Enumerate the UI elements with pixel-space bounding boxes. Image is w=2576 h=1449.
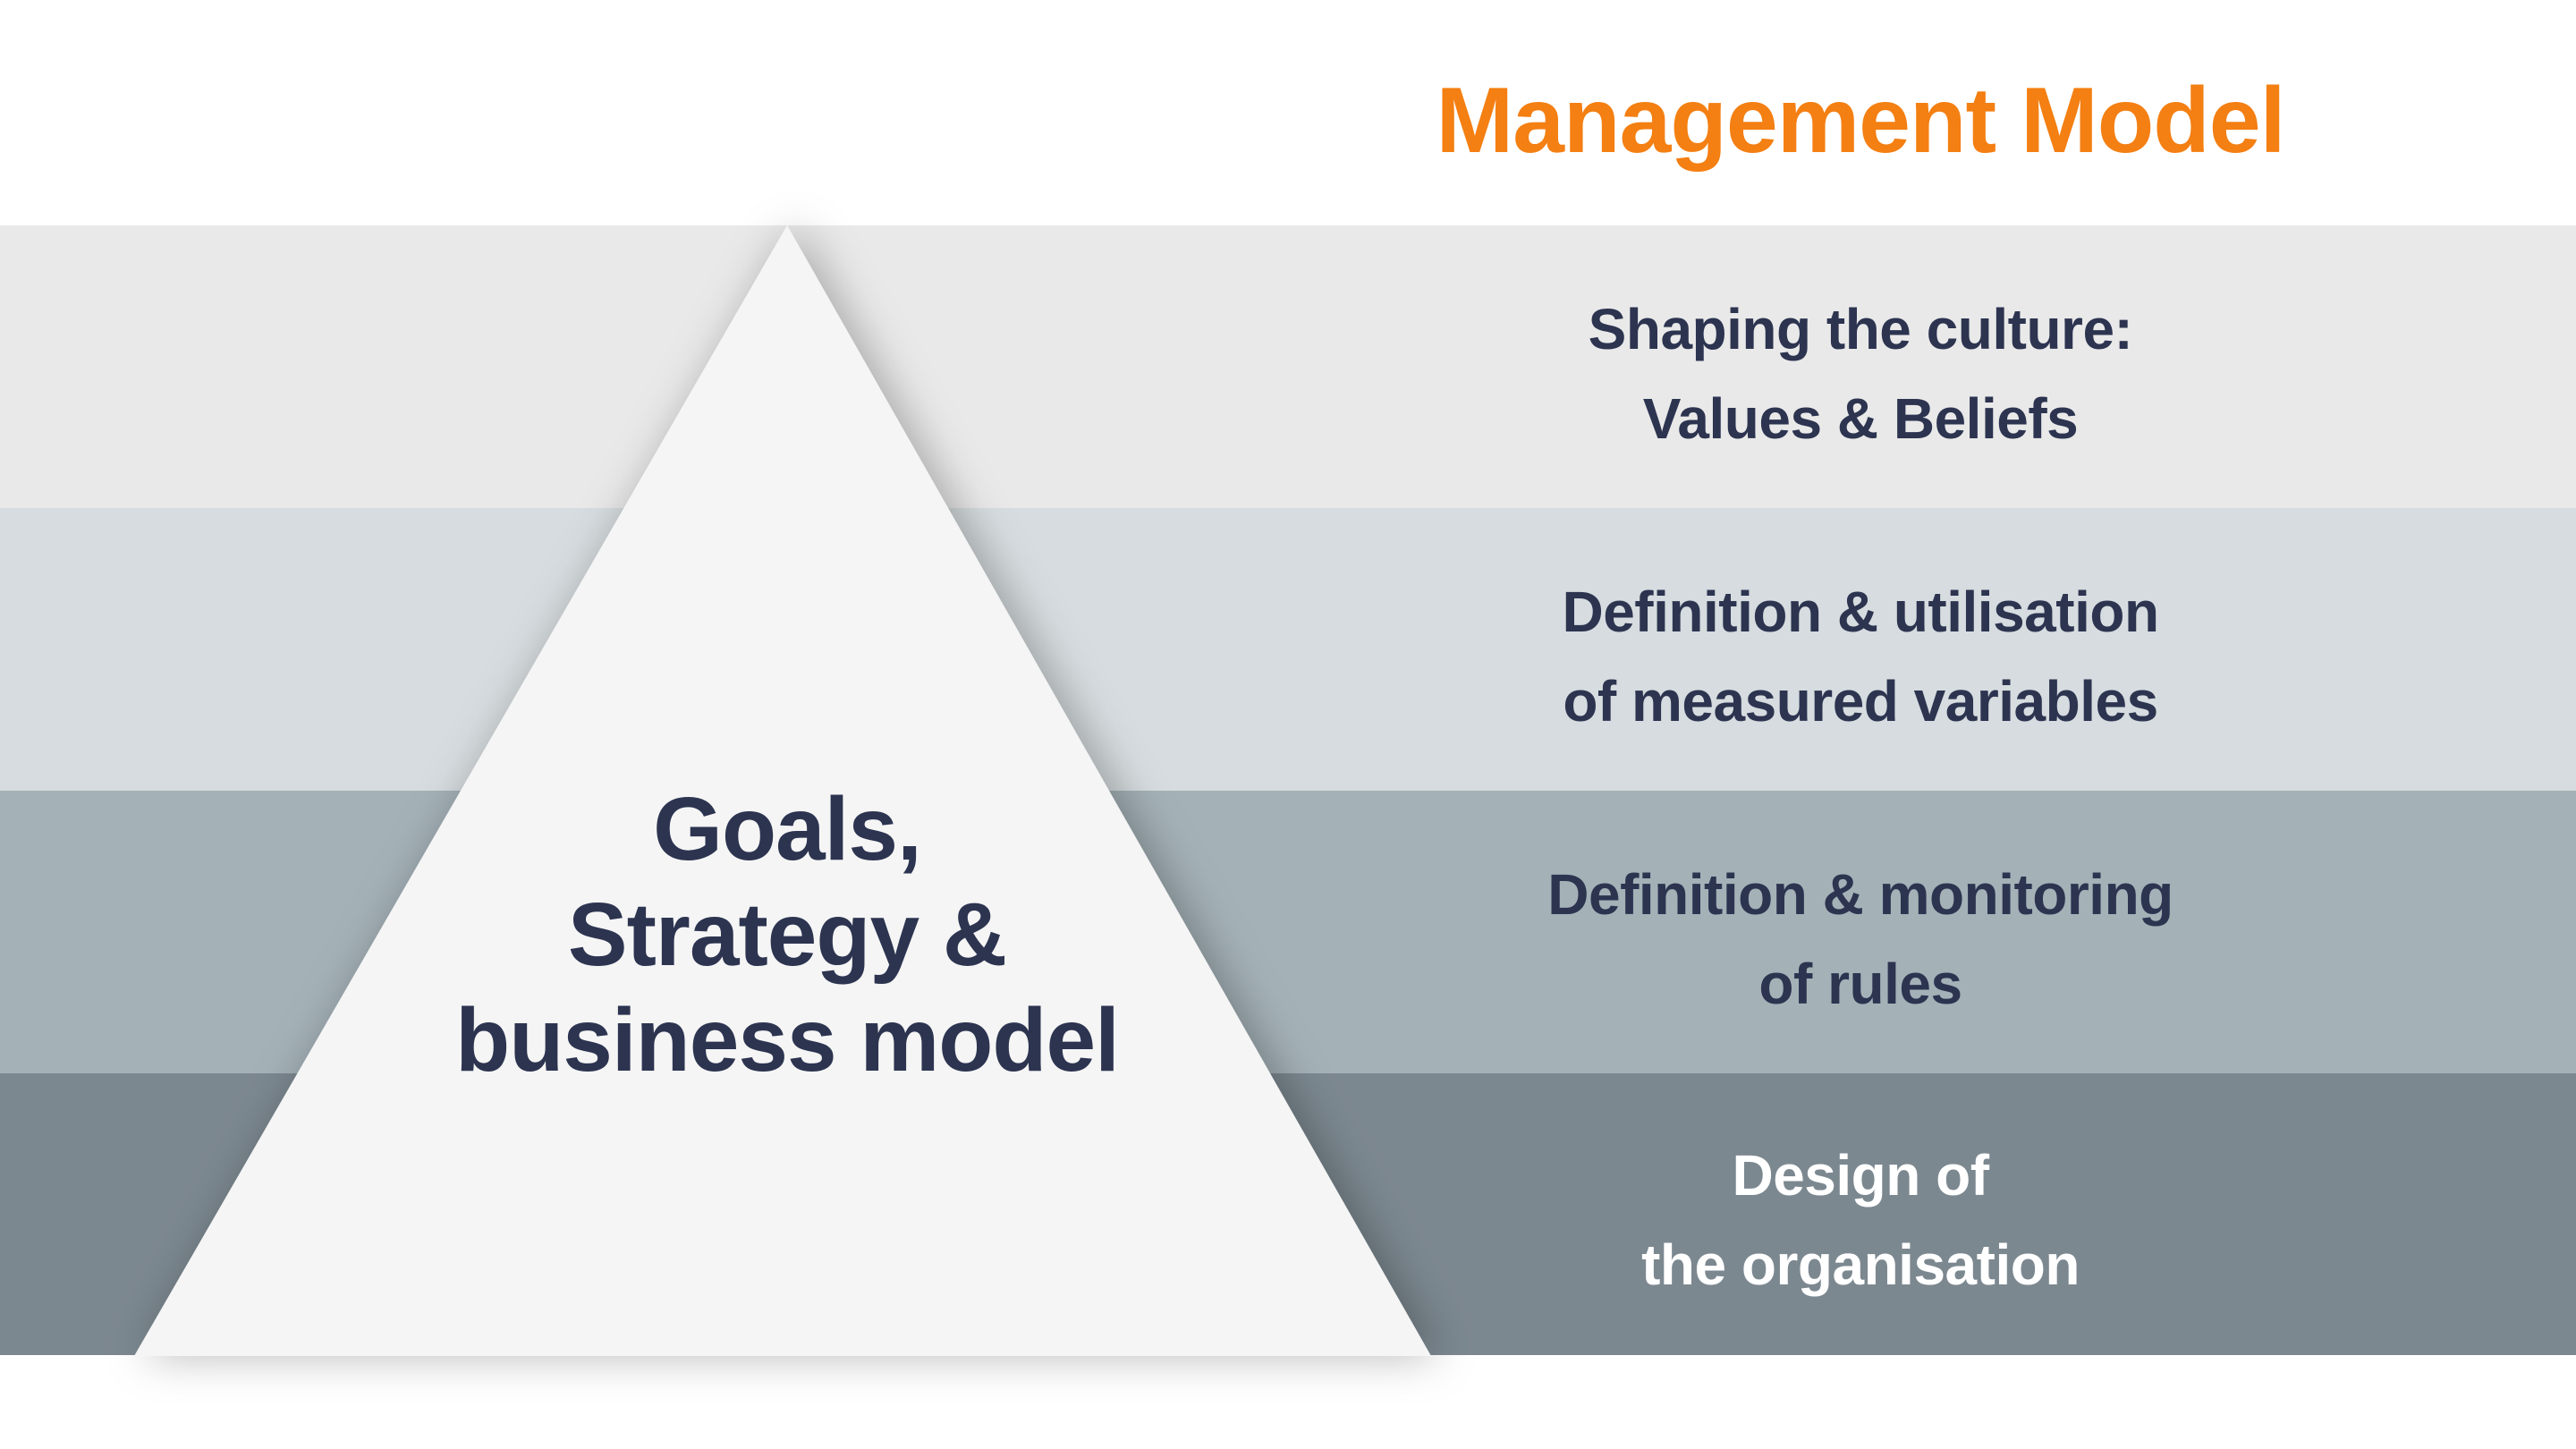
- layer-organisation-label: Design of the organisation: [1413, 1131, 2308, 1309]
- layer-measured-variables: Definition & utilisation of measured var…: [0, 508, 2576, 791]
- layer-culture: Shaping the culture: Values & Beliefs: [0, 225, 2576, 508]
- layer-rules-label: Definition & monitoring of rules: [1413, 850, 2308, 1029]
- layer-measured-variables-label: Definition & utilisation of measured var…: [1413, 567, 2308, 746]
- layer-culture-label: Shaping the culture: Values & Beliefs: [1413, 284, 2308, 463]
- layer-measured-variables-line-2: of measured variables: [1563, 669, 2158, 733]
- layer-organisation-line-1: Design of: [1732, 1143, 1989, 1208]
- layer-rules-line-2: of rules: [1758, 952, 1962, 1016]
- pyramid-label-line-1: Goals,: [653, 779, 922, 879]
- layer-organisation: Design of the organisation: [0, 1073, 2576, 1355]
- layer-organisation-line-2: the organisation: [1641, 1233, 2080, 1297]
- pyramid-label-line-3: business model: [455, 990, 1120, 1090]
- layer-culture-line-1: Shaping the culture:: [1588, 297, 2133, 361]
- layer-measured-variables-line-1: Definition & utilisation: [1562, 580, 2159, 644]
- layer-culture-line-2: Values & Beliefs: [1642, 386, 2079, 451]
- layer-rules-line-1: Definition & monitoring: [1547, 862, 2174, 927]
- pyramid-label-line-2: Strategy &: [567, 885, 1007, 985]
- diagram-title: Management Model: [1436, 69, 2286, 173]
- pyramid-label: Goals, Strategy & business model: [385, 776, 1190, 1093]
